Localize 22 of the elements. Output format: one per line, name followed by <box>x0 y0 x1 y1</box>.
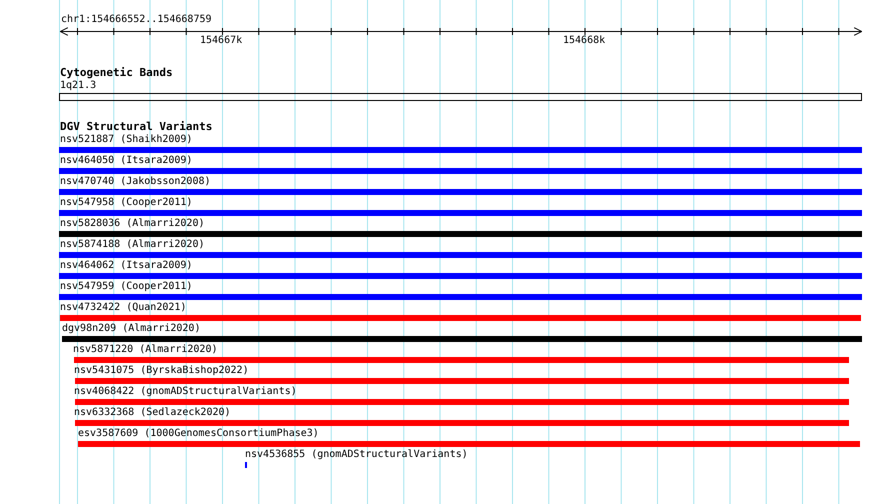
variant-label: dgv98n209 (Almarri2020) <box>62 323 200 335</box>
variant-label: nsv464062 (Itsara2009) <box>60 260 192 272</box>
track-title: Cytogenetic Bands <box>60 67 173 79</box>
variant-label: nsv4068422 (gnomADStructuralVariants) <box>74 386 297 398</box>
variant-label: nsv5874188 (Almarri2020) <box>60 239 204 251</box>
region-coordinates: chr1:154666552..154668759 <box>61 14 212 26</box>
variant-label: nsv470740 (Jakobsson2008) <box>60 176 211 188</box>
variant-label: nsv6332368 (Sedlazeck2020) <box>74 407 231 419</box>
track-title: DGV Structural Variants <box>60 121 212 133</box>
variant-label: nsv547958 (Cooper2011) <box>60 197 192 209</box>
variant-label: nsv4732422 (Quan2021) <box>60 302 186 314</box>
variant-label: nsv547959 (Cooper2011) <box>60 281 192 293</box>
variant-label: nsv521887 (Shaikh2009) <box>60 134 192 146</box>
band-name: 1q21.3 <box>60 80 96 92</box>
variant-label: esv3587609 (1000GenomesConsortiumPhase3) <box>78 428 319 440</box>
variant-label: nsv4536855 (gnomADStructuralVariants) <box>245 449 468 461</box>
variant-label: nsv5431075 (ByrskaBishop2022) <box>74 365 249 377</box>
variant-label: nsv5828036 (Almarri2020) <box>60 218 204 230</box>
variant-label: nsv5871220 (Almarri2020) <box>73 344 218 356</box>
tick-label: 154668k <box>563 35 606 47</box>
tick-label: 154667k <box>200 35 242 47</box>
variant-label: nsv464050 (Itsara2009) <box>60 155 192 167</box>
